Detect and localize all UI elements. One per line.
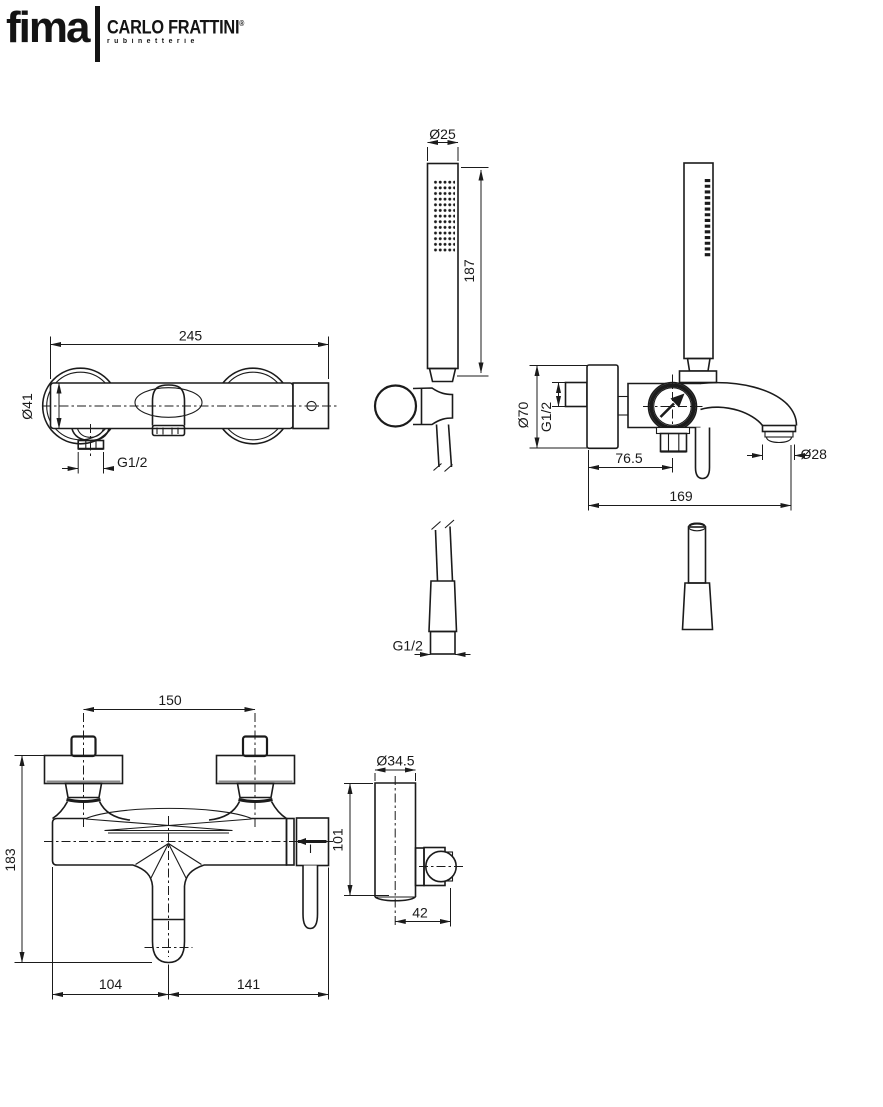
bath-mixer-side-view-top: Ø70 G1/2 76.5 169 Ø28 <box>515 162 828 511</box>
hose-break-mark <box>431 519 455 530</box>
registered-mark: ® <box>239 19 245 28</box>
logo-divider <box>95 6 101 62</box>
dim-handshower-length: 187 <box>461 259 477 283</box>
holder-ring <box>373 384 418 428</box>
dim-center-to-left: 104 <box>99 976 123 992</box>
bath-mixer-front-view: 150 <box>2 692 334 1000</box>
brand-tagline: rubinetterie <box>107 38 200 46</box>
dim-body-width: 245 <box>179 328 203 344</box>
wall-flange <box>586 364 619 450</box>
spout-outer <box>699 381 798 426</box>
brand-logo: fima CARLO FRATTINI® rubinetterie <box>6 4 267 62</box>
handshower-front-view: Ø25 187 <box>373 126 489 472</box>
holder-body <box>412 387 454 426</box>
dim-flange-diameter: Ø70 <box>515 402 531 429</box>
brand-wordmark: fima <box>6 3 90 52</box>
dim-handshower-diameter: Ø25 <box>429 126 456 142</box>
handle-end-detail <box>681 522 714 631</box>
hose-break-mark <box>433 463 453 472</box>
spray-face-dots <box>433 180 455 254</box>
body-bridge <box>85 807 252 820</box>
inlet-stub <box>564 381 588 408</box>
spout-shoulders <box>132 864 205 887</box>
spout-tube <box>151 886 186 964</box>
dim-body-diameter: Ø41 <box>19 393 35 420</box>
dim-height: 183 <box>2 848 18 872</box>
handle-rosette <box>134 387 203 418</box>
dim-handle-offset: 42 <box>412 905 428 921</box>
wand-socket <box>678 370 718 384</box>
cartridge-nut <box>659 432 688 453</box>
logo-text-block: CARLO FRATTINI® rubinetterie <box>107 4 266 45</box>
diverter-arrow <box>659 402 675 418</box>
hose-end-detail: G1/2 <box>393 519 471 658</box>
dim-body-height: 101 <box>330 828 346 852</box>
aerator <box>765 436 793 444</box>
dim-inlet-centers: 150 <box>158 692 182 708</box>
lever-handle <box>302 865 319 930</box>
dim-total-depth: 169 <box>669 488 693 504</box>
spout-outlet <box>761 424 797 433</box>
hose-nut <box>429 630 456 655</box>
spout-fan-lines <box>135 843 202 879</box>
dim-spout-diameter: Ø28 <box>801 446 828 462</box>
lever-handle <box>694 427 711 480</box>
dim-outlet-thread: G1/2 <box>117 454 148 470</box>
bath-mixer-side-view-bottom: Ø34.5 101 42 <box>330 753 463 928</box>
wand-connector <box>686 357 711 372</box>
dim-body-diameter: Ø34.5 <box>376 753 414 769</box>
spout-inner <box>700 406 764 427</box>
brand-name: CARLO FRATTINI® <box>107 17 245 39</box>
handle-knob <box>151 384 186 426</box>
dim-inlet-thread: G1/2 <box>538 402 554 433</box>
dim-center-to-right: 141 <box>237 976 261 992</box>
hose-cone <box>428 580 458 633</box>
handle-grip <box>681 582 714 631</box>
wand-tip <box>428 367 457 383</box>
handle-base <box>151 424 186 437</box>
dim-hose-thread: G1/2 <box>393 638 424 654</box>
wall-mixer-front-view: G1/2 245 Ø41 <box>19 328 338 474</box>
handle-stem <box>687 526 707 584</box>
dim-wall-to-handle: 76.5 <box>615 450 642 466</box>
